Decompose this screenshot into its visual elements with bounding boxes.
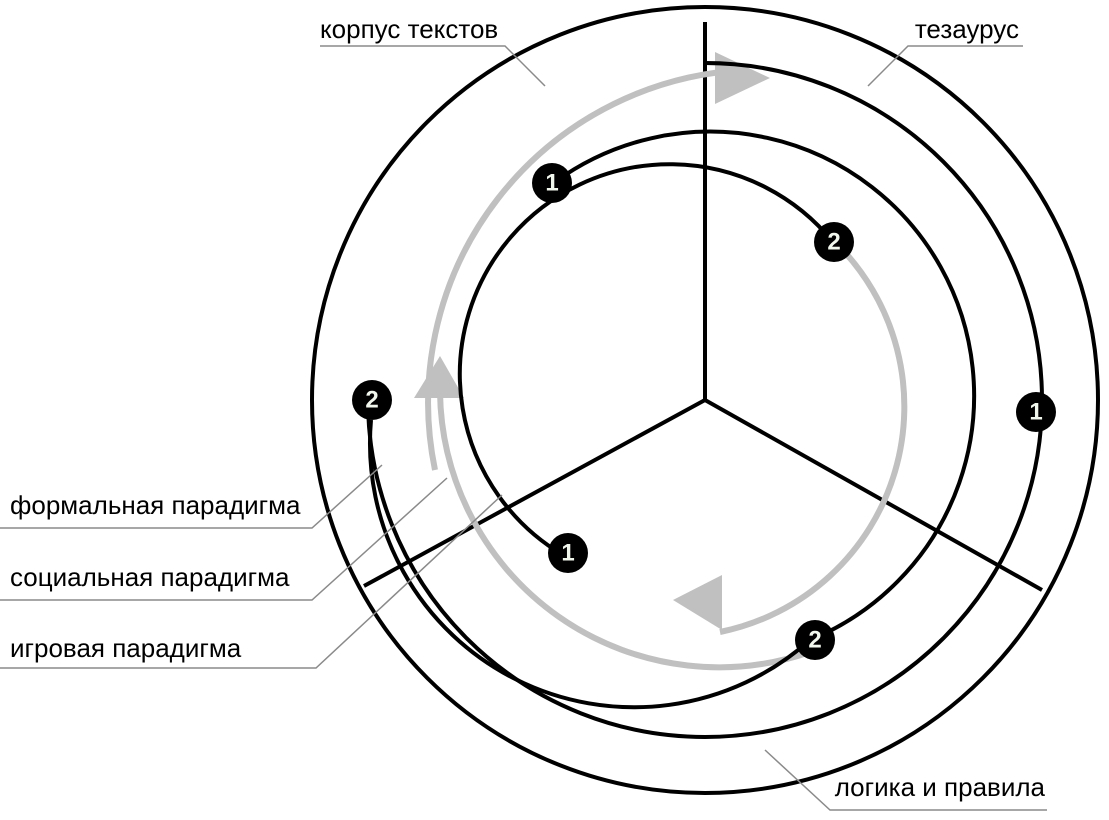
inner-arc [457, 162, 835, 557]
badge-middle-end: 2 [795, 620, 835, 660]
badge-inner-end: 2 [814, 222, 854, 262]
gray-arc-bottom [437, 391, 811, 671]
leader-corpus [320, 45, 546, 87]
middle-arc [367, 129, 977, 710]
label-formal-paradigm: формальная парадигма [10, 490, 301, 520]
label-logic: логика и правила [835, 772, 1046, 802]
badge-middle-start: 1 [532, 163, 572, 203]
labels: корпус текстов тезаурус логика и правила… [10, 14, 1046, 802]
badge-circle [814, 222, 854, 262]
badge-outer-start: 1 [1016, 392, 1056, 432]
leader-lines [0, 45, 1047, 811]
badge-number: 2 [365, 387, 378, 414]
divider-right [704, 398, 1043, 592]
badge-outer-end: 2 [352, 380, 392, 420]
outer-boundary-circle [310, 5, 1100, 795]
leader-logic [764, 749, 1047, 811]
structure [310, 5, 1100, 795]
badge-inner-start: 1 [548, 533, 588, 573]
label-social-paradigm: социальная парадигма [10, 562, 290, 592]
gray-arrowhead-left [673, 575, 722, 630]
label-corpus: корпус текстов [320, 14, 498, 44]
badge-number: 2 [808, 627, 821, 654]
leader-formal [0, 464, 383, 529]
badge-circle [352, 380, 392, 420]
paradigm-arcs [366, 61, 1045, 739]
leader-social [0, 477, 448, 601]
leader-thesaurus [867, 45, 1023, 87]
badge-number: 1 [561, 540, 574, 567]
badges: 1 2 1 2 1 2 [352, 163, 1056, 660]
badge-circle [1016, 392, 1056, 432]
outer-arc [366, 61, 1045, 739]
gray-arrowhead-right [715, 52, 770, 104]
divider-left [363, 398, 706, 588]
badge-number: 1 [1029, 399, 1042, 426]
label-thesaurus: тезаурус [915, 14, 1019, 44]
badge-number: 2 [827, 229, 840, 256]
gray-arrows [414, 52, 908, 671]
badge-circle [795, 620, 835, 660]
badge-circle [532, 163, 572, 203]
gray-arc-right [719, 239, 908, 635]
label-game-paradigm: игровая парадигма [10, 633, 242, 663]
badge-number: 1 [545, 170, 558, 197]
badge-circle [548, 533, 588, 573]
leader-game [0, 494, 503, 669]
gray-arrowhead-up [414, 356, 464, 398]
